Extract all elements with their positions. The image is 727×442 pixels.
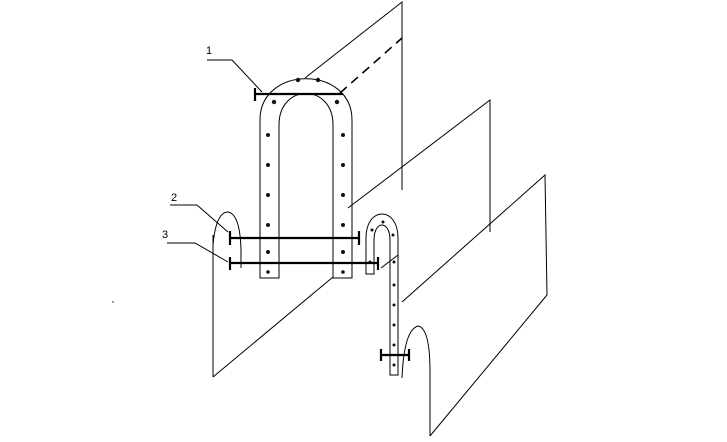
bar-small <box>379 349 411 361</box>
speck <box>112 301 114 303</box>
middle-panel <box>212 98 491 378</box>
callout-label-1: 1 <box>206 45 212 57</box>
callout-label-2: 2 <box>171 192 177 204</box>
large-u-perforations <box>266 77 345 274</box>
large-u-profile <box>259 77 353 279</box>
callout-label-3: 3 <box>162 229 168 241</box>
bar-3 <box>228 257 380 270</box>
bar-2 <box>228 231 361 245</box>
leader-lines <box>167 59 263 263</box>
small-j-perforations <box>368 220 396 367</box>
bar-1 <box>253 88 343 101</box>
back-panel <box>304 0 403 190</box>
front-panel <box>380 173 548 437</box>
